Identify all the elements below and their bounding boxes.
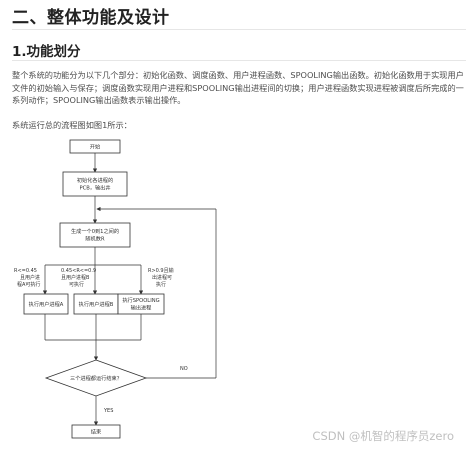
yes-label: YES	[103, 408, 113, 414]
init-label-2: PCB，输出井	[79, 184, 110, 192]
cond-mid-2: 且用户进程B	[61, 274, 90, 281]
watermark-text: CSDN @机智的程序员zero	[312, 429, 454, 443]
end-label: 结束	[91, 428, 101, 436]
decision-label: 三个进程都运行结束？	[70, 374, 122, 382]
figure-intro-text: 系统运行总的流程图如图1所示：	[12, 120, 132, 130]
description-paragraph: 整个系统的功能分为以下几个部分：初始化函数、调度函数、用户进程函数、SPOOLI…	[12, 70, 464, 105]
start-label: 开始	[90, 143, 101, 151]
section-divider	[12, 60, 466, 61]
section-heading: 1.功能划分	[12, 44, 81, 60]
random-label-1: 生成一个0到1之间的	[71, 227, 119, 235]
cond-left-2: 且用户进	[20, 274, 40, 281]
process-a-box	[23, 293, 69, 315]
process-b-label: 执行用户进程B	[79, 300, 114, 308]
cond-right-1: R>0.9且输	[148, 267, 174, 274]
cond-left-3: 程A可执行	[17, 281, 40, 288]
cond-right-3: 执行	[156, 281, 166, 288]
init-label-1: 初始化各进程的	[77, 176, 113, 184]
cond-right-2: 出进程可	[152, 274, 172, 281]
chapter-heading: 二、整体功能及设计	[12, 8, 170, 28]
no-label: NO	[180, 366, 188, 372]
process-a-label: 执行用户进程A	[29, 300, 64, 308]
init-box	[62, 171, 128, 197]
heading-divider	[12, 29, 466, 30]
spooling-label-2: 输出进程	[131, 304, 152, 312]
spooling-label-1: 执行SPOOLING	[122, 296, 159, 304]
end-box	[71, 424, 121, 439]
random-label-2: 随机数R	[85, 235, 105, 243]
cond-mid-1: 0.45<R<=0.9	[61, 268, 96, 274]
cond-left-1: R<=0.45	[14, 268, 37, 274]
random-box	[59, 222, 131, 248]
cond-mid-3: 可执行	[69, 281, 84, 288]
